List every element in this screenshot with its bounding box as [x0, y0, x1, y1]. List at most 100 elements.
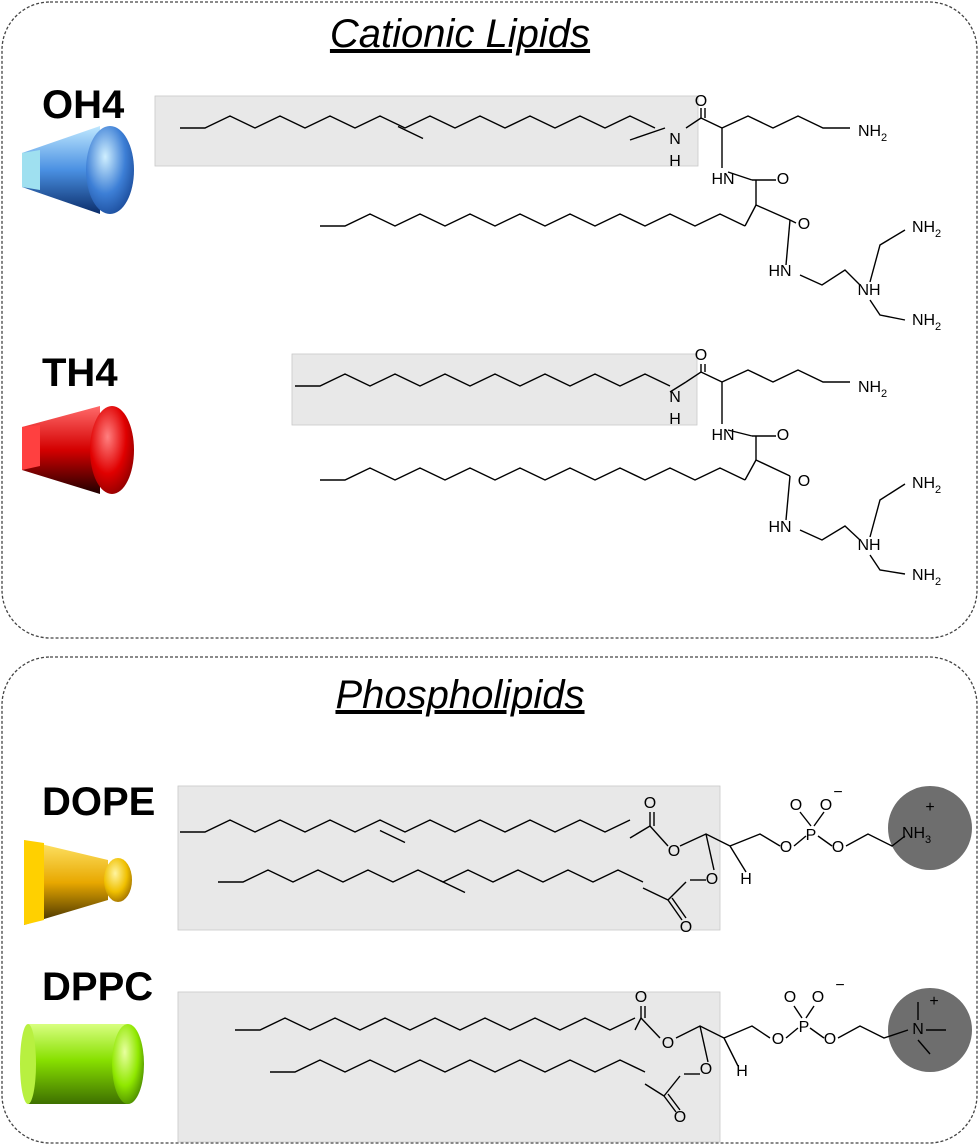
- atom-o: O: [635, 989, 647, 1006]
- th4-tail-highlight: [291, 353, 698, 426]
- palmitoyl-chain: [270, 1059, 646, 1073]
- phosphate-bond: [785, 1027, 799, 1039]
- bond: [727, 171, 753, 181]
- atom-o: O: [695, 347, 707, 364]
- atom-o: O: [695, 93, 707, 110]
- minus-charge: −: [835, 977, 844, 994]
- phosphate-bond: [805, 1005, 815, 1019]
- choline-chain: [837, 1025, 909, 1039]
- aminoethyl-arm: [869, 229, 906, 283]
- bond: [685, 117, 702, 129]
- th4-truncated-cone-icon: [22, 406, 134, 494]
- bond: [727, 429, 753, 437]
- phosphate-bond: [809, 1027, 825, 1039]
- atom-nh2-sub: 2: [935, 228, 941, 240]
- double-bond: [379, 829, 406, 844]
- dope-ammonium-charge-circle: [888, 786, 972, 870]
- atom-h: H: [736, 1063, 748, 1080]
- ethylene-bridge: [799, 525, 861, 541]
- atom-o: O: [798, 473, 810, 490]
- dppc-atoms: O O O O H O P O O O − N +: [635, 977, 939, 1126]
- atom-nh2: NH: [858, 379, 881, 396]
- phosphate-bond: [793, 1005, 803, 1019]
- dppc-tail-highlight: [177, 991, 721, 1143]
- ester-bond: [663, 1075, 681, 1097]
- atom-o: O: [812, 989, 824, 1006]
- glycerol-backbone: [723, 1025, 771, 1039]
- atom-h: H: [669, 153, 681, 170]
- dope-truncated-cone-icon: [24, 840, 132, 925]
- atom-o: O: [777, 427, 789, 444]
- bond: [723, 1037, 739, 1067]
- atom-o: O: [832, 839, 844, 856]
- minus-charge: −: [833, 784, 842, 801]
- atom-nh: NH: [857, 537, 880, 554]
- atom-h: H: [669, 411, 681, 428]
- dope-atoms: O O O O H O P O O O − NH 3 +: [644, 784, 935, 936]
- atom-hn: HN: [711, 427, 734, 444]
- ester-bond: [642, 887, 669, 901]
- oh4-atoms: O N H HN O O NH 2 HN NH NH 2 NH 2: [669, 93, 941, 333]
- section-title-phospholipids: Phospholipids: [335, 673, 584, 717]
- plus-charge: +: [929, 993, 938, 1010]
- bond: [785, 475, 791, 521]
- atom-o: O: [662, 1035, 674, 1052]
- palmityl-chain: [320, 467, 746, 481]
- palmitoyl-chain: [235, 1017, 636, 1031]
- atom-p: P: [799, 1019, 810, 1036]
- carbonyl: [671, 897, 687, 919]
- atom-h: H: [740, 871, 752, 888]
- atom-o: O: [680, 919, 692, 936]
- double-bond: [439, 879, 466, 894]
- atom-hn: HN: [768, 263, 791, 280]
- carbonyl: [663, 1095, 677, 1113]
- atom-o: O: [824, 1031, 836, 1048]
- phosphate-bond: [793, 835, 807, 847]
- chemical-bonds: [180, 108, 946, 1113]
- lysine-chain: [700, 115, 850, 129]
- atom-nh2: NH: [912, 312, 935, 329]
- bond: [744, 204, 757, 227]
- th4-atoms: O N H HN O O NH 2 HN NH NH 2 NH 2: [669, 347, 941, 588]
- atom-p: P: [806, 827, 817, 844]
- atom-o: O: [777, 171, 789, 188]
- atom-nh3-sub: 3: [925, 834, 931, 846]
- atom-nh: NH: [857, 282, 880, 299]
- atom-nh2-sub: 2: [935, 484, 941, 496]
- lipid-name-dope: DOPE: [42, 780, 155, 824]
- atom-hn: HN: [768, 519, 791, 536]
- plus-charge: +: [925, 799, 934, 816]
- bond: [785, 219, 791, 266]
- lysine-chain: [685, 369, 850, 383]
- ester-bond: [644, 1083, 665, 1097]
- carbonyl: [667, 899, 683, 921]
- carbonyl: [667, 1093, 681, 1111]
- atom-o: O: [644, 795, 656, 812]
- palmityl-chain: [320, 213, 746, 227]
- atom-o: O: [674, 1109, 686, 1126]
- dope-tail-highlight: [177, 785, 721, 931]
- oh4-truncated-cone-icon: [22, 126, 134, 214]
- atom-nh2: NH: [912, 567, 935, 584]
- bond: [629, 127, 666, 141]
- bond: [669, 381, 687, 393]
- ester-bond: [640, 1017, 661, 1039]
- ethanolamine-chain: [845, 833, 906, 847]
- atom-o: O: [700, 1061, 712, 1078]
- palmityl-chain: [295, 373, 671, 387]
- stereo-bond: [699, 1025, 709, 1063]
- aminoethyl-arm: [869, 299, 906, 321]
- oleoyl-chain: [180, 819, 631, 833]
- atom-o: O: [820, 797, 832, 814]
- aminoethyl-arm: [869, 483, 906, 538]
- oh4-tail-highlight: [154, 95, 699, 167]
- atom-o: O: [784, 989, 796, 1006]
- atom-nh2: NH: [912, 219, 935, 236]
- atom-nh2: NH: [912, 475, 935, 492]
- lipid-name-oh4: OH4: [42, 83, 125, 127]
- atom-nh2-sub: 2: [935, 576, 941, 588]
- atom-nh2-sub: 2: [935, 321, 941, 333]
- lipid-name-th4: TH4: [42, 351, 118, 395]
- phosphate-bond: [799, 811, 812, 827]
